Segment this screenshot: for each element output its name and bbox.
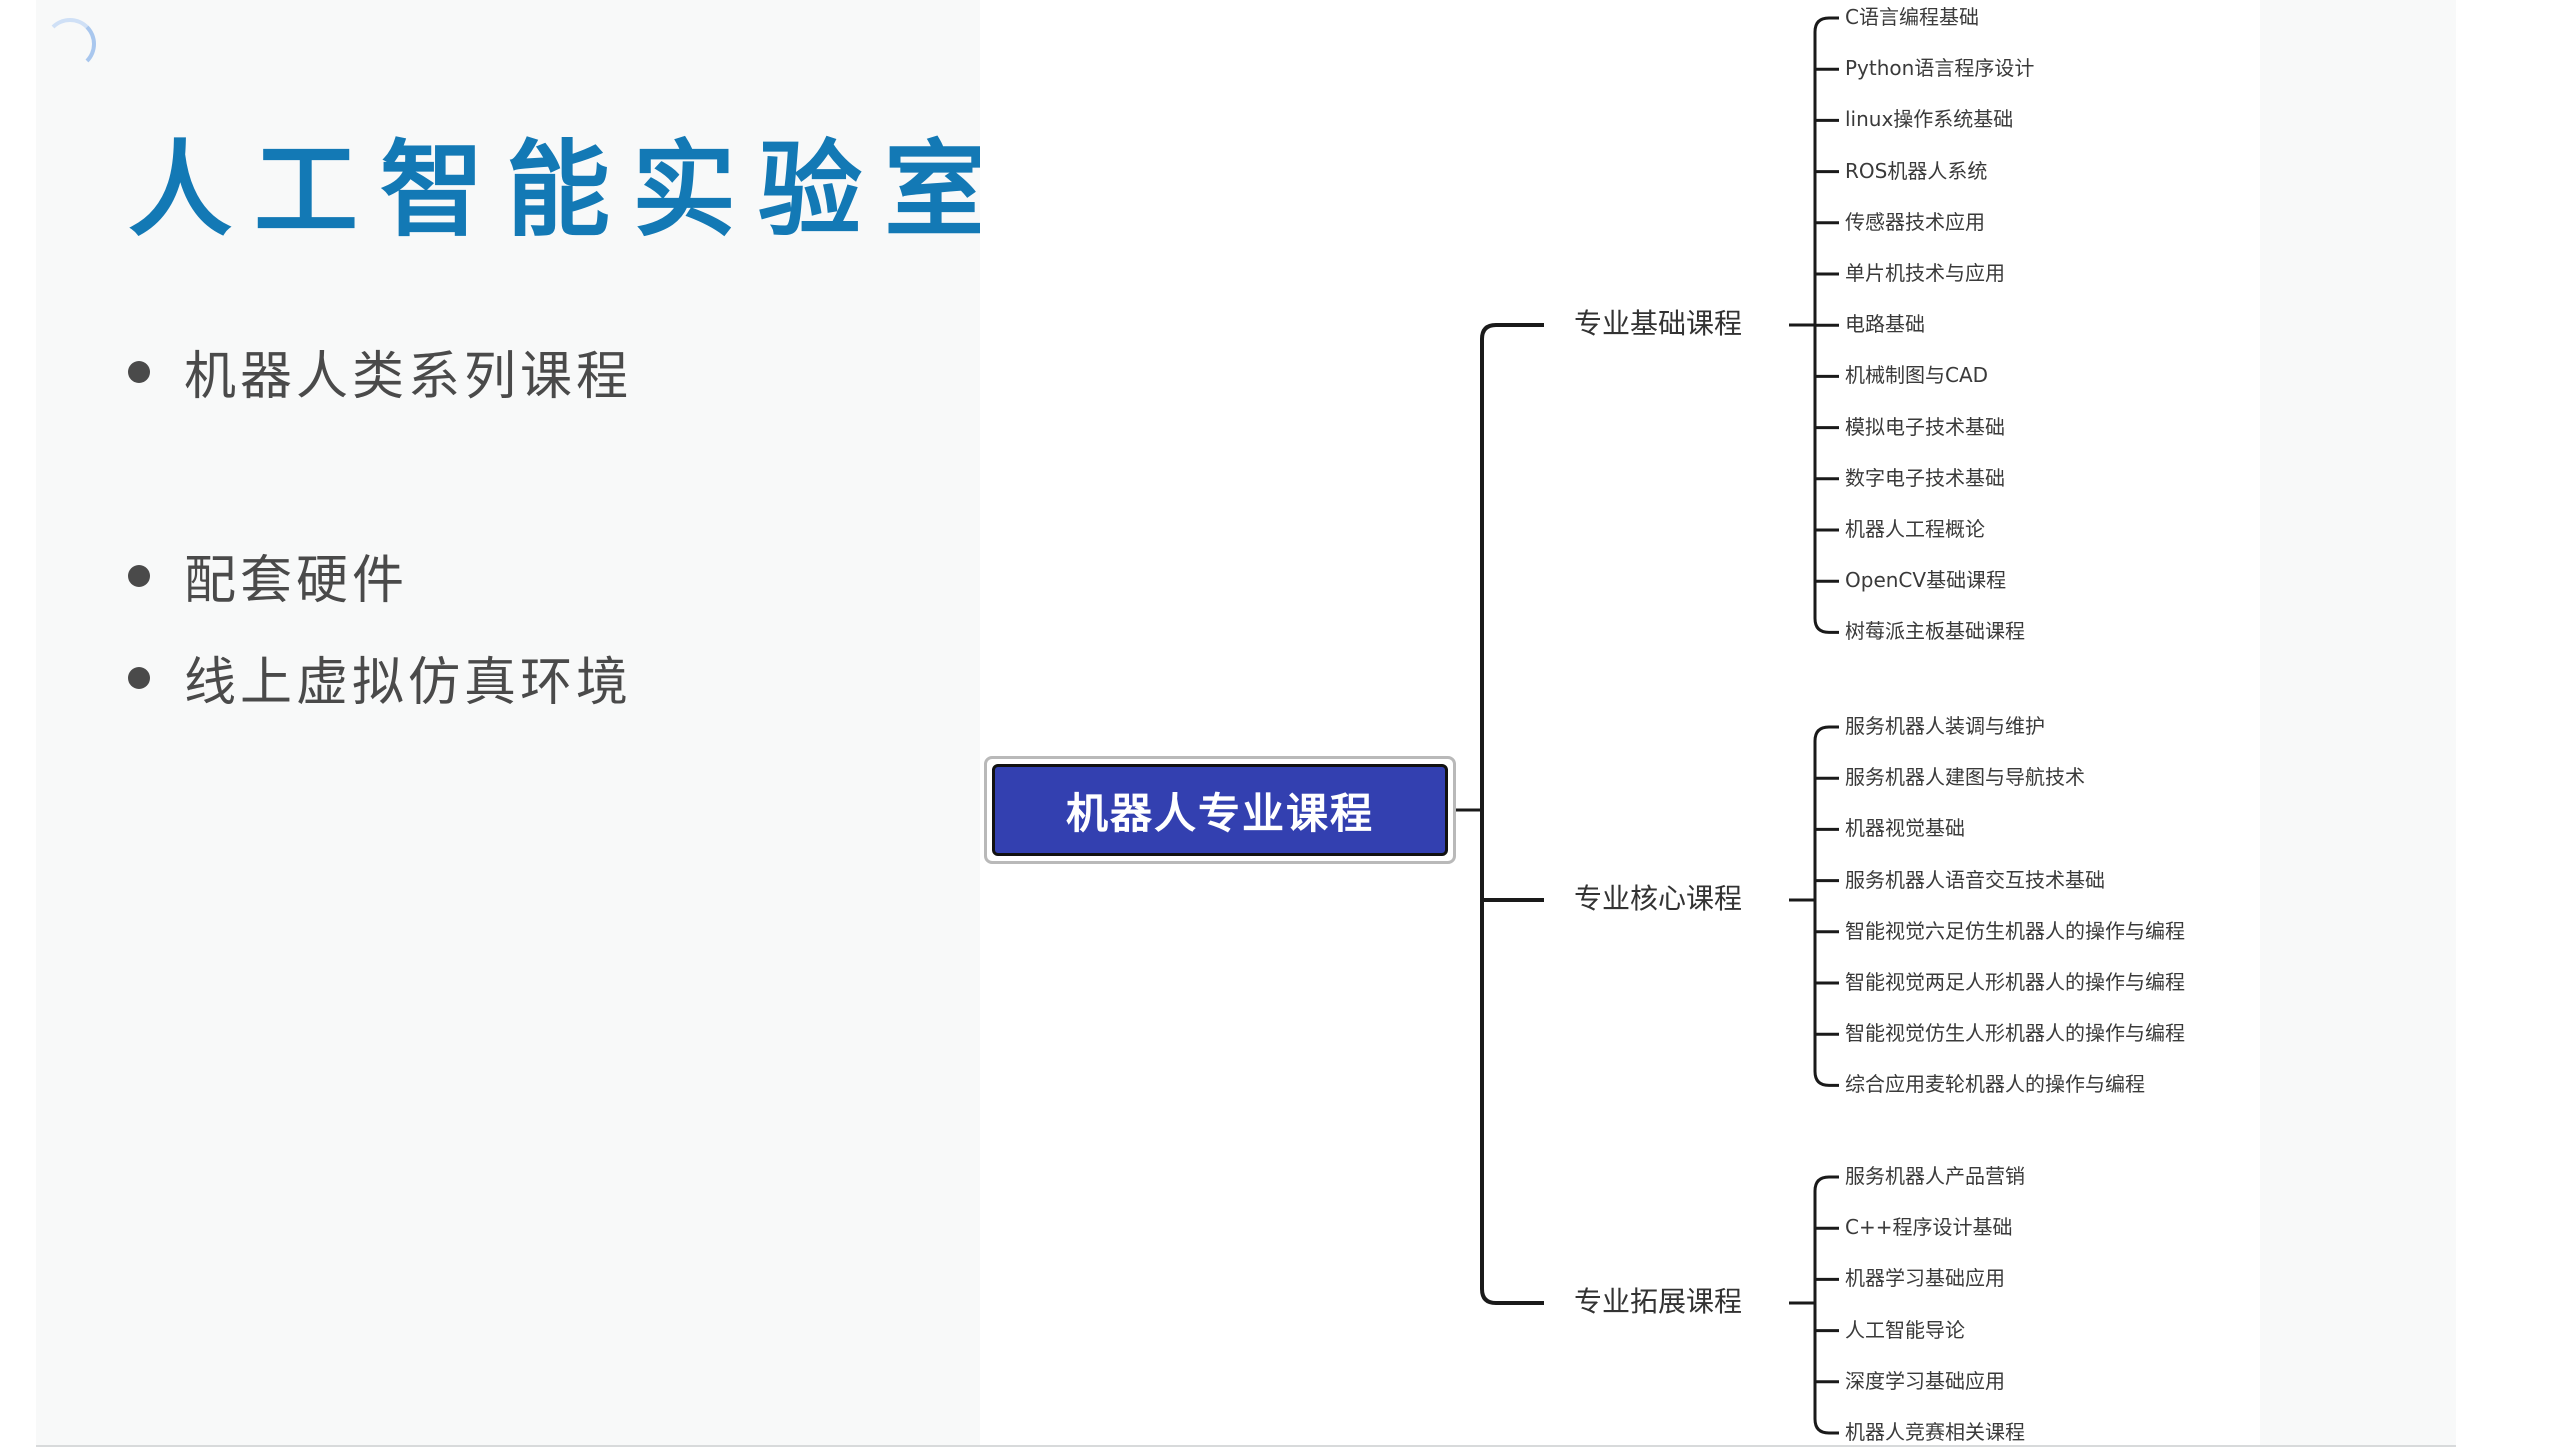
mindmap-branch-label: 专业核心课程 <box>1574 882 1743 915</box>
group-connector <box>1813 725 1839 1087</box>
mindmap-leaf-label: 机器学习基础应用 <box>1845 1266 2005 1291</box>
mindmap-leaf-label: Python语言程序设计 <box>1845 56 2035 81</box>
loading-arc-icon <box>44 18 96 70</box>
mindmap-leaf-label: C++程序设计基础 <box>1845 1215 2013 1240</box>
mindmap-leaf-label: 智能视觉仿生人形机器人的操作与编程 <box>1845 1021 2185 1046</box>
mindmap-panel <box>980 0 2260 1445</box>
bullet-text: 机器人类系列课程 <box>184 347 633 407</box>
mindmap-leaf-label: 单片机技术与应用 <box>1845 261 2005 285</box>
page-title: 人工智能实验室 <box>128 129 1011 251</box>
mindmap-leaf-label: 机器人工程概论 <box>1845 517 1985 541</box>
mindmap-leaf-label: 服务机器人语音交互技术基础 <box>1845 867 2105 892</box>
mindmap-leaf-label: ROS机器人系统 <box>1845 158 1988 183</box>
bullet-item: 线上虚拟仿真环境 <box>128 640 632 715</box>
bullet-text: 线上虚拟仿真环境 <box>184 653 633 713</box>
mindmap-leaf-label: 服务机器人产品营销 <box>1845 1164 2025 1188</box>
bullet-dot-icon <box>128 360 150 383</box>
mindmap-leaf-label: 服务机器人装调与维护 <box>1845 714 2045 738</box>
mindmap-branch-label: 专业拓展课程 <box>1574 1285 1743 1318</box>
mindmap-leaf-label: 模拟电子技术基础 <box>1845 414 2005 439</box>
mindmap-leaf-label: C语言编程基础 <box>1845 5 1979 29</box>
mindmap-leaf-label: 人工智能导论 <box>1845 1317 1965 1342</box>
bullet-dot-icon <box>128 666 150 689</box>
mindmap-leaf-label: 数字电子技术基础 <box>1845 465 2005 490</box>
group-connector <box>1813 1175 1839 1435</box>
mindmap-leaf-label: 机器视觉基础 <box>1845 816 1965 841</box>
mindmap-leaf-label: 综合应用麦轮机器人的操作与编程 <box>1845 1072 2145 1097</box>
mindmap-root-label: 机器人专业课程 <box>992 764 1448 856</box>
mindmap-leaf-label: OpenCV基础课程 <box>1845 568 2007 593</box>
bullet-dot-icon <box>128 564 150 587</box>
mindmap-leaf-label: 智能视觉两足人形机器人的操作与编程 <box>1845 970 2185 994</box>
mindmap-leaf-label: 智能视觉六足仿生机器人的操作与编程 <box>1845 918 2185 943</box>
mindmap-leaf-label: 服务机器人建图与导航技术 <box>1845 765 2085 790</box>
mindmap-leaf-label: 树莓派主板基础课程 <box>1845 619 2025 644</box>
trunk-connector <box>1480 323 1544 1305</box>
bullet-item: 机器人类系列课程 <box>128 334 632 409</box>
mindmap-leaf-label: 机械制图与CAD <box>1845 363 1989 388</box>
bullet-item: 配套硬件 <box>128 538 408 613</box>
mindmap-leaf-label: 机器人竞赛相关课程 <box>1845 1420 2025 1444</box>
mindmap-branch-label: 专业基础课程 <box>1574 307 1743 340</box>
mindmap-root-node: 机器人专业课程 <box>984 756 1456 864</box>
bullet-text: 配套硬件 <box>184 551 409 611</box>
mindmap-leaf-label: linux操作系统基础 <box>1845 107 2014 132</box>
mindmap-leaf-label: 深度学习基础应用 <box>1845 1368 2005 1393</box>
mindmap-leaf-label: 电路基础 <box>1845 312 1925 337</box>
mindmap-leaf-label: 传感器技术应用 <box>1845 209 1985 234</box>
